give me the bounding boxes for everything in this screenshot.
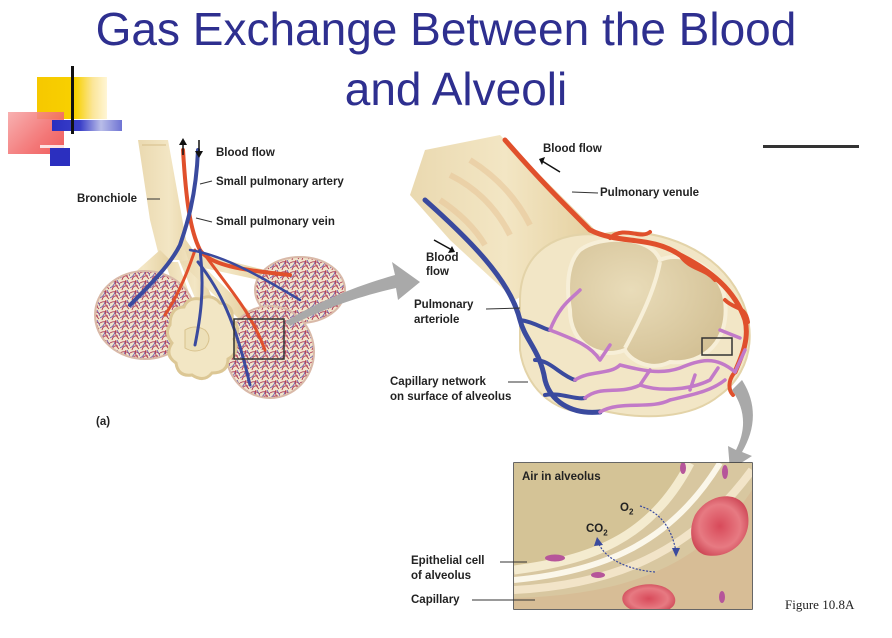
detail-panel bbox=[513, 462, 753, 610]
leader-lines-a bbox=[147, 180, 213, 223]
label-epithelial-cell-2: of alveolus bbox=[411, 570, 472, 582]
leader-lines-alveolus bbox=[485, 191, 599, 383]
label-bronchiole: Bronchiole bbox=[77, 193, 138, 205]
slide-title-line-2: and Alveoli bbox=[344, 63, 568, 115]
alveolar-sacs bbox=[94, 256, 346, 399]
white-stripe bbox=[40, 145, 64, 148]
co2-subscript: 2 bbox=[603, 528, 608, 538]
panel-a-vessels bbox=[128, 148, 302, 387]
label-small-pulmonary-vein: Small pulmonary vein bbox=[216, 216, 335, 228]
label-capillary-network-2: on surface of alveolus bbox=[390, 391, 512, 403]
panel-label-a: (a) bbox=[96, 416, 111, 428]
label-pulmonary-arteriole-1: Pulmonary bbox=[414, 299, 474, 311]
label-pulmonary-venule: Pulmonary venule bbox=[600, 187, 700, 199]
decorative-corner-graphic bbox=[0, 60, 140, 180]
blood-flow-arrows-a bbox=[179, 138, 203, 158]
label-blood-flow-a: Blood flow bbox=[216, 147, 275, 159]
blood-flow-arrows-alveolus bbox=[433, 157, 561, 253]
co2-text: CO bbox=[586, 523, 604, 535]
gray-magnify-arrow-1 bbox=[285, 262, 420, 326]
label-capillary-network-1: Capillary network bbox=[390, 376, 486, 388]
label-co2: CO2 bbox=[586, 523, 608, 539]
label-air-in-alveolus: Air in alveolus bbox=[522, 471, 601, 483]
label-epithelial-cell-1: Epithelial cell bbox=[411, 555, 485, 567]
black-vertical-line bbox=[71, 66, 74, 134]
horizontal-rule bbox=[763, 145, 859, 148]
label-capillary: Capillary bbox=[411, 594, 460, 606]
label-blood-flow-top: Blood flow bbox=[543, 143, 602, 155]
alveolus-vessels bbox=[422, 137, 750, 415]
o2-subscript: 2 bbox=[628, 507, 634, 517]
magnify-box-b bbox=[701, 337, 733, 356]
slide-title-line-1: Gas Exchange Between the Blood bbox=[95, 3, 797, 55]
label-pulmonary-arteriole-2: arteriole bbox=[414, 314, 460, 326]
label-blood-flow-left-1: Blood bbox=[426, 252, 459, 264]
label-small-pulmonary-artery: Small pulmonary artery bbox=[216, 176, 344, 188]
blue-square bbox=[50, 148, 70, 166]
gray-magnify-arrow-2 bbox=[728, 380, 753, 470]
o2-text: O bbox=[620, 502, 629, 514]
figure-caption: Figure 10.8A bbox=[785, 597, 855, 612]
label-o2: O2 bbox=[620, 502, 633, 518]
label-blood-flow-left-2: flow bbox=[426, 266, 449, 278]
leader-lines-detail bbox=[472, 561, 535, 601]
magnify-box-a bbox=[233, 318, 285, 360]
alveolus-panel bbox=[410, 135, 751, 418]
blue-bar bbox=[52, 120, 122, 131]
